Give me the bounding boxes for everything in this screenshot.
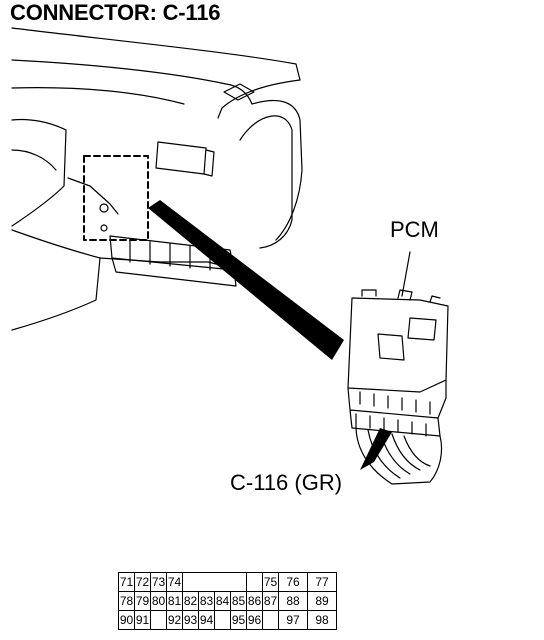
pin-cell: 83 [198, 591, 215, 611]
pin-cell: 77 [307, 572, 337, 592]
pin-cell-blank [214, 610, 231, 630]
pin-cell: 78 [118, 591, 135, 611]
dashboard-outline [11, 27, 301, 119]
wire-harness [355, 425, 443, 485]
pin-cell: 88 [278, 591, 308, 611]
pin-cell: 94 [198, 610, 215, 630]
pin-cell: 87 [262, 591, 279, 611]
pin-cell: 79 [134, 591, 151, 611]
pcm-body [347, 297, 449, 393]
pin-cell: 90 [118, 610, 135, 630]
pcm-label: PCM [390, 217, 439, 242]
pin-cell: 91 [134, 610, 151, 630]
pin-cell: 84 [214, 591, 231, 611]
pin-cell: 80 [150, 591, 167, 611]
pin-cell-blank [246, 572, 263, 592]
pin-cell: 95 [230, 610, 247, 630]
pin-cell: 81 [166, 591, 183, 611]
pin-row: 78 79 80 81 82 83 84 85 86 87 88 89 [118, 591, 337, 611]
pin-cell: 76 [278, 572, 308, 592]
pin-cell: 71 [118, 572, 135, 592]
pin-cell-blank [262, 610, 279, 630]
pin-row: 90 91 92 93 94 95 96 97 98 [118, 610, 337, 630]
pin-cell: 98 [307, 610, 337, 630]
pin-cell-blank [150, 610, 167, 630]
pin-cell: 86 [246, 591, 263, 611]
pin-cell: 74 [166, 572, 183, 592]
connector-location-box [83, 155, 149, 241]
pin-cell-blank [182, 572, 247, 592]
pin-cell: 89 [307, 591, 337, 611]
callout-wedge [148, 200, 344, 360]
connector-pin-table: 71 72 73 74 75 76 77 78 79 80 81 82 83 8… [118, 572, 337, 630]
pin-row: 71 72 73 74 75 76 77 [118, 572, 337, 592]
pin-cell: 73 [150, 572, 167, 592]
pin-cell: 82 [182, 591, 199, 611]
pin-cell: 97 [278, 610, 308, 630]
pin-cell: 75 [262, 572, 279, 592]
connector-label: C-116 (GR) [230, 470, 343, 495]
pin-cell: 93 [182, 610, 199, 630]
pin-cell: 72 [134, 572, 151, 592]
pin-cell: 96 [246, 610, 263, 630]
connector-arrow [360, 428, 392, 470]
pin-cell: 85 [230, 591, 247, 611]
pin-cell: 92 [166, 610, 183, 630]
page-title: CONNECTOR: C-116 [10, 0, 221, 25]
